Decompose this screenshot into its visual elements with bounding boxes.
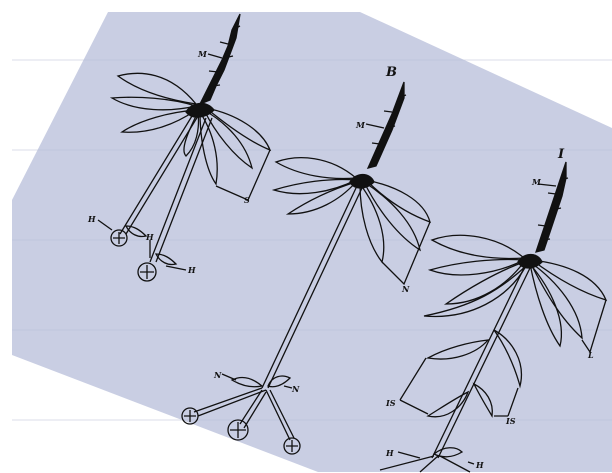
label-b-leaf-base: N bbox=[401, 284, 410, 294]
scanned-sheet bbox=[12, 12, 612, 472]
label-a-node-right: H bbox=[187, 265, 196, 275]
label-c-is-left: IS bbox=[385, 398, 396, 408]
label-c-node-left: H bbox=[385, 448, 394, 458]
label-a-node-mid: H bbox=[145, 232, 154, 242]
label-b-stem-top: M bbox=[355, 120, 366, 130]
label-c-is-right: IS bbox=[505, 416, 516, 426]
label-c-node-right: H bbox=[475, 460, 484, 470]
label-b-node-left: N bbox=[213, 370, 222, 380]
panel-label-b: B bbox=[385, 65, 397, 80]
label-a-stem-top: M bbox=[197, 49, 208, 59]
label-a-node-left: H bbox=[87, 214, 96, 224]
label-c-stem-top: M bbox=[531, 177, 542, 187]
label-a-leaf-base: S bbox=[244, 195, 250, 205]
panel-label-c: I bbox=[557, 147, 565, 162]
label-c-leaf-right: L bbox=[587, 350, 594, 360]
label-b-node-right: N bbox=[291, 384, 300, 394]
